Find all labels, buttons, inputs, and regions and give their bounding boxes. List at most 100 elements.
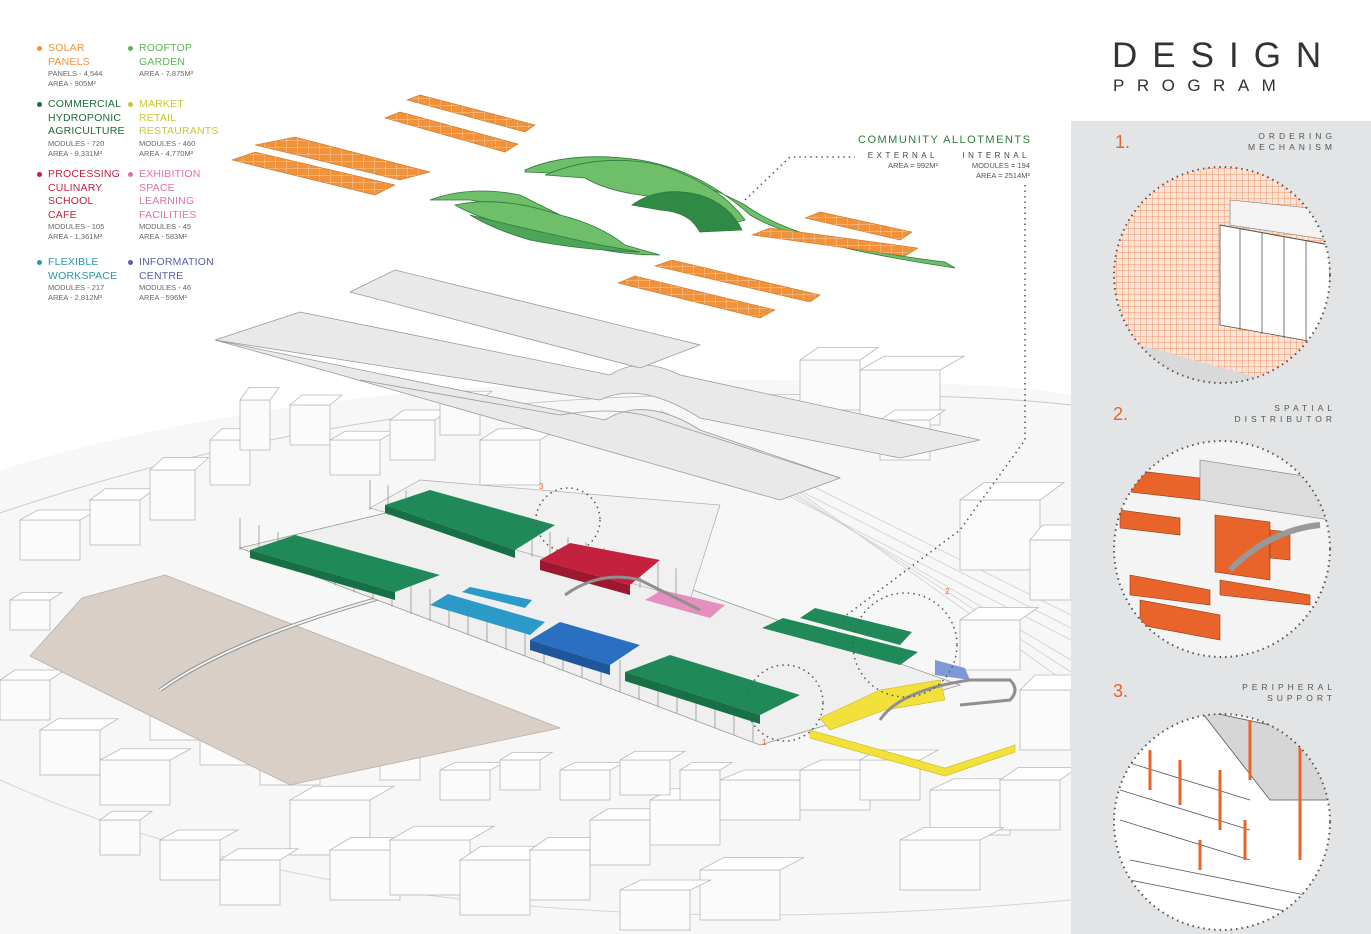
community-external-area: AREA = 992M² [888, 161, 938, 170]
detail-circle-peripheral [1113, 713, 1331, 931]
legend-stat: AREA - 7,875m² [139, 69, 194, 78]
callout-leaders [535, 156, 1026, 742]
community-external-heading: EXTERNAL [867, 151, 938, 160]
legend-dot-icon [37, 260, 42, 265]
solar-panels [230, 94, 919, 319]
legend-dot-icon [128, 260, 133, 265]
context-building-roof [148, 457, 210, 471]
context-building [589, 819, 651, 866]
legend-item-hydroponic: COMMERCIAL HYDROPONIC AGRICULTURE MODULE… [37, 98, 138, 159]
legend-item-market: MARKET RETAIL RESTAURANTS MODULES - 460 … [128, 98, 229, 159]
context-building [619, 889, 691, 931]
community-internal-modules: MODULES = 194 [971, 161, 1030, 170]
detail-label-ordering: ORDERING MECHANISM [1248, 131, 1336, 152]
context-building-roof [878, 409, 947, 421]
detail-label-spatial: SPATIAL DISTRIBUTOR [1234, 403, 1336, 424]
context-building [649, 799, 721, 846]
context-building-roof [798, 347, 880, 361]
context-building [239, 399, 271, 451]
workspace-block-3 [462, 587, 532, 608]
legend-stat: MODULES - 46 [139, 283, 192, 292]
context-building [499, 759, 541, 791]
context-building [899, 839, 981, 891]
legend-stat: MODULES - 105 [48, 222, 105, 231]
callout-number-1: 1 [762, 738, 767, 747]
context-building-roof [388, 825, 496, 841]
context-building-roof [99, 748, 192, 761]
context-building-roof [958, 482, 1066, 501]
legend-item-processing: PROCESSING CULINARY SCHOOL CAFE MODULES … [37, 168, 138, 242]
context-building [219, 859, 281, 906]
context-building-roof [239, 387, 280, 401]
context-building [699, 869, 781, 921]
context-building [0, 679, 51, 721]
context-building-roof [899, 827, 1005, 841]
legend-dot-icon [37, 46, 42, 51]
context-building [159, 839, 221, 881]
context-building [329, 439, 381, 476]
hydroponic-block-3 [625, 655, 800, 715]
detail-number-3: 3. [1113, 681, 1129, 701]
context-building [289, 404, 331, 446]
context-building [9, 599, 51, 631]
legend-label: PROCESSING CULINARY SCHOOL CAFE [48, 168, 121, 221]
legend-label: MARKET RETAIL RESTAURANTS [139, 98, 219, 137]
context-building [1029, 539, 1072, 601]
legend-item-exhibition: EXHIBITION SPACE LEARNING FACILITIES MOD… [128, 168, 229, 242]
legend-stat: AREA - 1,361m² [48, 232, 103, 241]
roof-slabs [214, 269, 981, 501]
legend-stat: MODULES - 460 [139, 138, 196, 148]
context-building [389, 419, 436, 461]
context-building [529, 849, 591, 901]
context-building-roof [218, 848, 300, 861]
context-building [799, 769, 871, 811]
legend-item-solar: SOLAR PANELS PANELS - 4,544 AREA - 905m² [37, 42, 138, 89]
detail-label-peripheral: PERIPHERAL SUPPORT [1242, 682, 1336, 703]
hydroponic-block-4 [762, 618, 918, 665]
context-building [679, 769, 721, 801]
context-building-roof [498, 752, 554, 761]
callout-number-3: 3 [539, 482, 544, 491]
context-building [559, 769, 611, 801]
legend-item-workspace: FLEXIBLE WORKSPACE MODULES - 217 AREA - … [37, 256, 138, 303]
context-building [149, 469, 196, 521]
context-building-roof [858, 355, 966, 371]
legend-stat: PANELS - 4,544 [48, 69, 103, 78]
legend-stat: MODULES - 217 [48, 283, 105, 292]
community-external: EXTERNAL AREA = 992M² [860, 151, 938, 171]
context-building [479, 439, 541, 486]
legend-label: SOLAR PANELS [48, 42, 90, 68]
hydroponic-block-1 [250, 535, 440, 592]
legend-label: INFORMATION CENTRE [139, 256, 214, 282]
legend-dot-icon [128, 46, 133, 51]
info-block [935, 660, 970, 680]
context-building [329, 849, 401, 901]
context-building [799, 359, 861, 411]
community-internal: INTERNAL MODULES = 194 AREA = 2514M² [950, 151, 1030, 181]
context-building-roof [619, 879, 712, 891]
context-building-roof [158, 829, 240, 841]
legend-stat: AREA - 4,770m² [139, 148, 194, 158]
context-building-roof [288, 785, 396, 801]
legend-stat: MODULES - 720 [48, 138, 105, 148]
workspace-block-2 [530, 622, 640, 665]
context-building-roof [958, 607, 1040, 621]
program-modules [250, 490, 1017, 777]
legend-dot-icon [128, 172, 133, 177]
detail-number-2: 2. [1113, 404, 1129, 424]
legend-stat: AREA - 596m² [139, 293, 187, 302]
market-block-2 [819, 679, 946, 731]
community-internal-heading: INTERNAL [962, 151, 1030, 160]
land-parcel [29, 574, 562, 786]
legend-stat: AREA - 583m² [139, 232, 187, 241]
community-internal-area: AREA = 2514M² [976, 171, 1030, 180]
legend-label: COMMERCIAL HYDROPONIC AGRICULTURE [48, 98, 125, 137]
context-building [99, 819, 141, 856]
detail-circle-ordering [1113, 166, 1331, 384]
legend-dot-icon [37, 172, 42, 177]
context-building [439, 769, 491, 801]
market-block-1 [809, 729, 1016, 777]
context-building-roof [678, 762, 734, 771]
legend-item-info: INFORMATION CENTRE MODULES - 46 AREA - 5… [128, 256, 229, 303]
